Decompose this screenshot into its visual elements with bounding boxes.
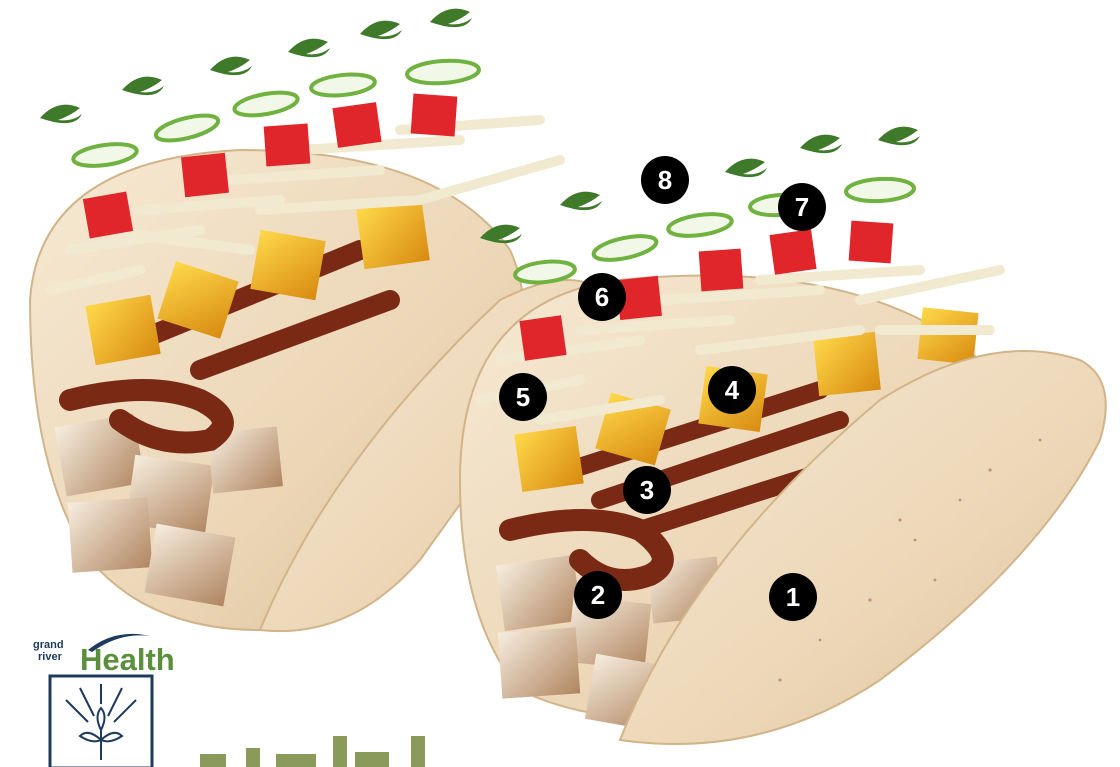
marker-7-label: 7 (795, 192, 809, 222)
bottom-cropped-word (200, 736, 425, 767)
marker-4-label: 4 (725, 375, 740, 405)
marker-4: 4 (708, 366, 756, 414)
grand-river-health-logo: grand river Health (33, 634, 175, 767)
marker-8-label: 8 (658, 165, 672, 195)
logo-brand-health: Health (80, 642, 175, 677)
marker-5-label: 5 (516, 382, 530, 412)
logo-brand-river: river (38, 651, 63, 663)
marker-2-label: 2 (591, 580, 605, 610)
marker-5: 5 (499, 373, 547, 421)
logo-brand-grand: grand (33, 639, 64, 651)
marker-6: 6 (578, 273, 626, 321)
marker-3: 3 (623, 466, 671, 514)
marker-3-label: 3 (640, 475, 654, 505)
marker-1: 1 (769, 573, 817, 621)
marker-1-label: 1 (786, 582, 800, 612)
marker-2: 2 (574, 571, 622, 619)
marker-6-label: 6 (595, 282, 609, 312)
marker-7: 7 (778, 183, 826, 231)
marker-8: 8 (641, 156, 689, 204)
